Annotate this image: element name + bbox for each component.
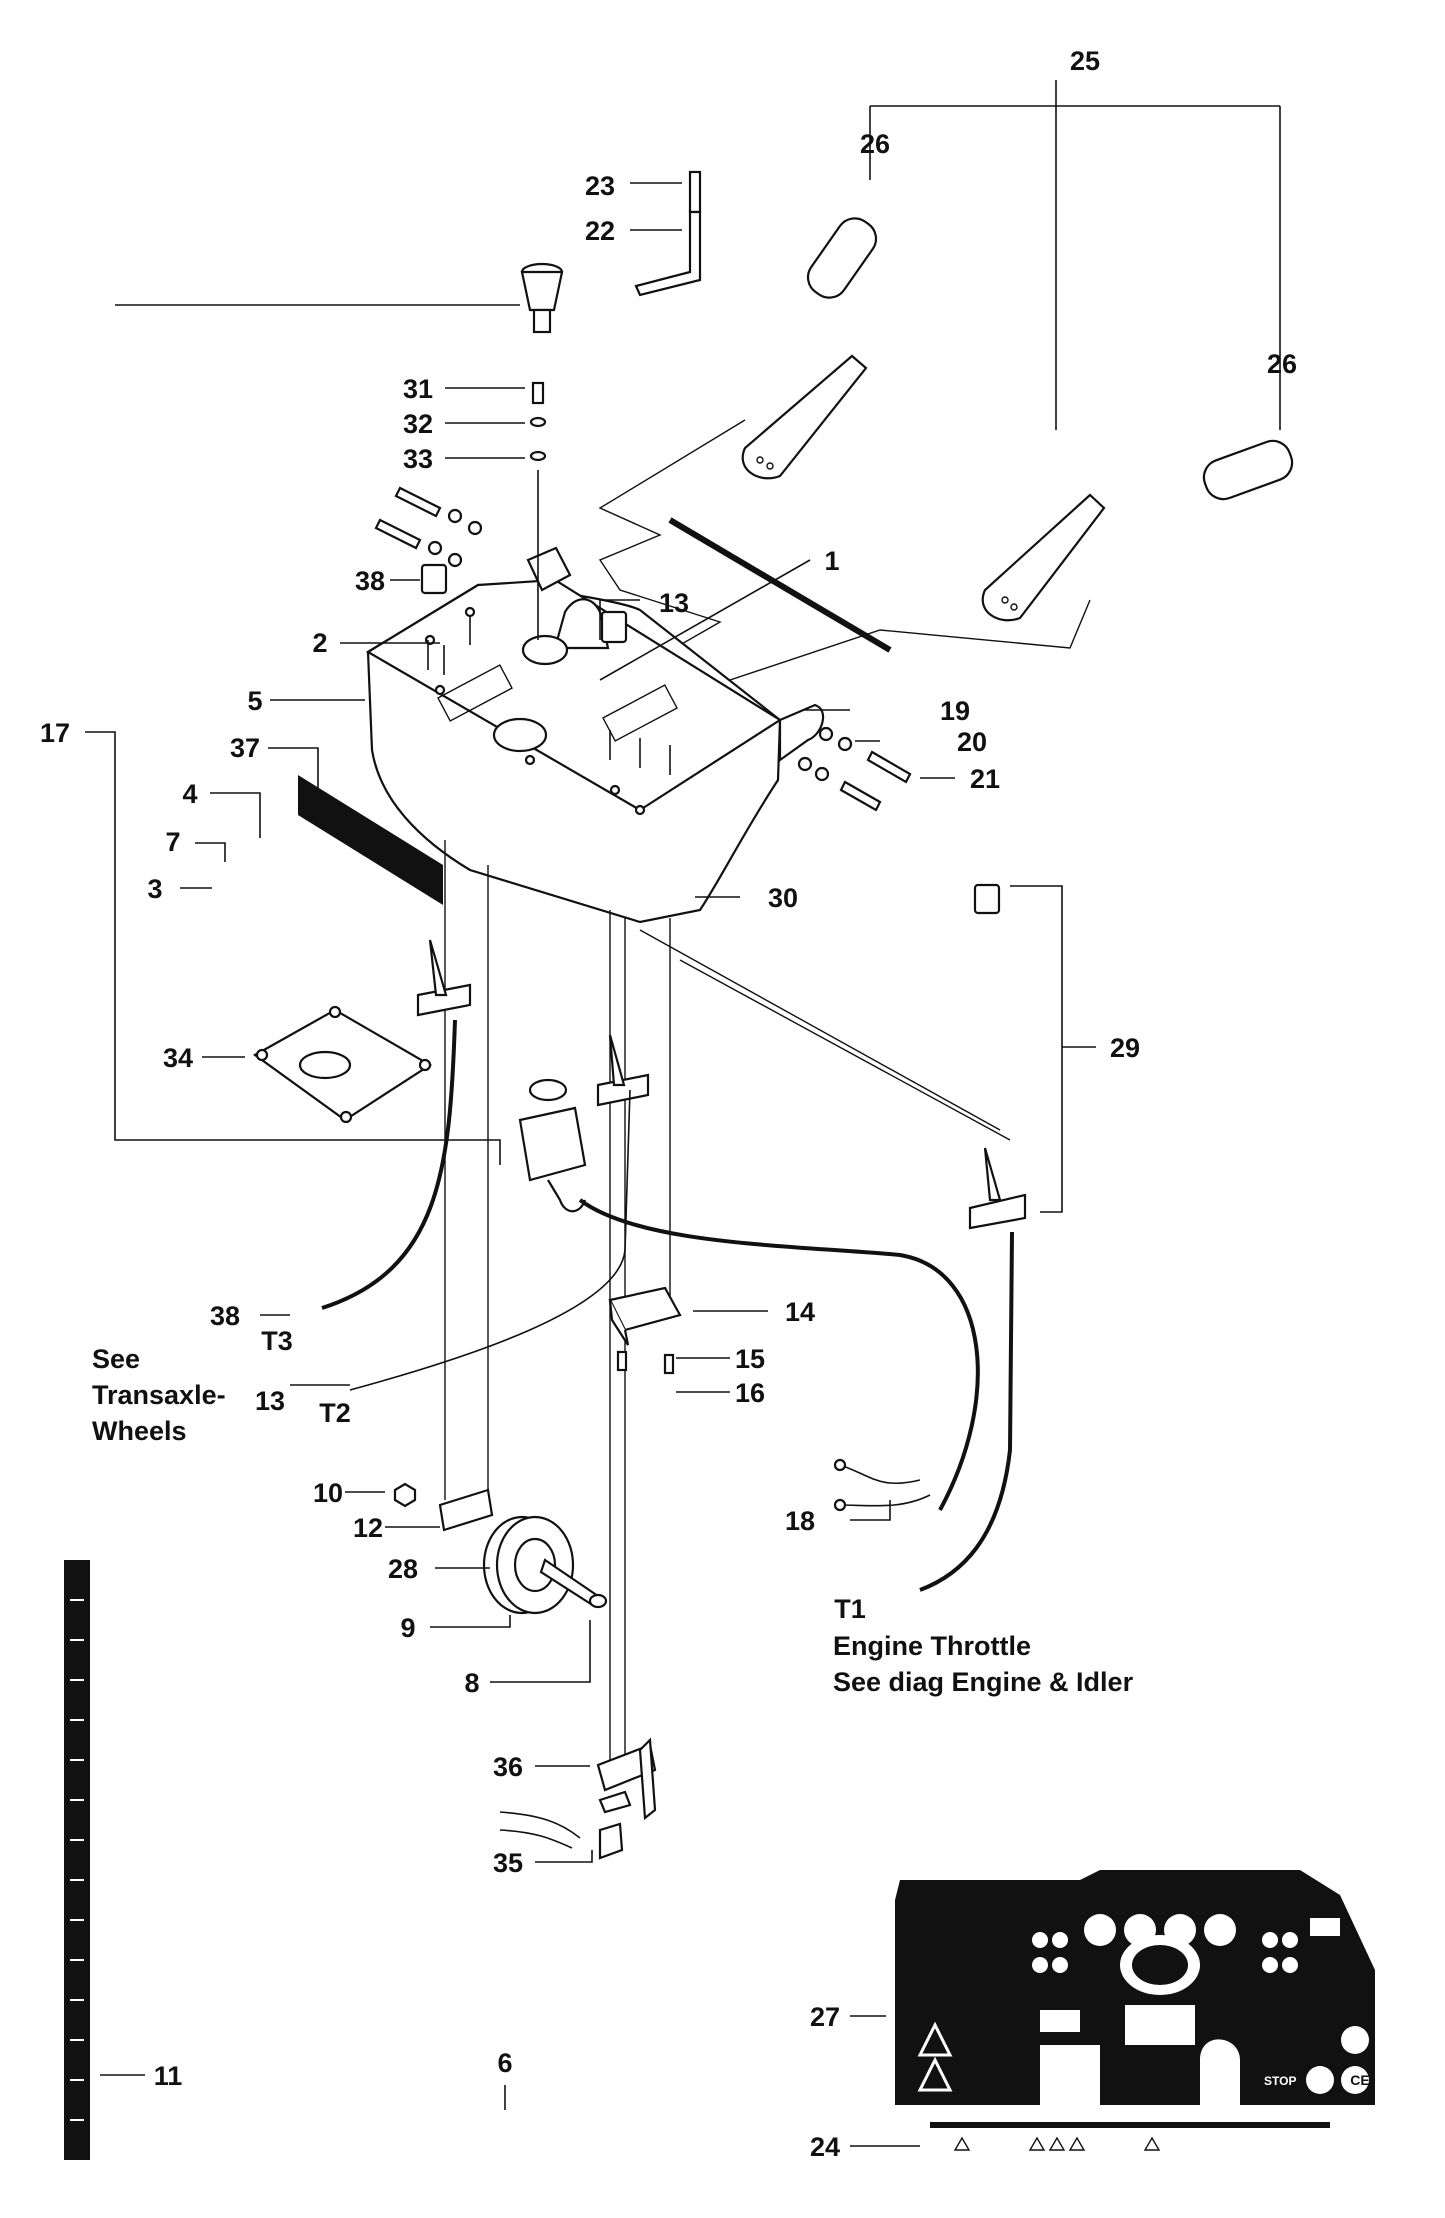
note-engine-throttle: Engine Throttle <box>833 1631 1031 1661</box>
callout-21: 21 <box>970 764 1000 794</box>
ruler-decal <box>64 1560 90 2160</box>
callout-32: 32 <box>403 409 433 439</box>
callout-23: 23 <box>585 171 615 201</box>
choke-knob <box>520 262 564 334</box>
terminal-t3: T3 <box>261 1326 293 1356</box>
terminal-t1: T1 <box>834 1594 866 1624</box>
warning-strip-decal <box>930 2122 1330 2151</box>
callout-4: 4 <box>182 779 197 809</box>
callout-38-top: 38 <box>355 566 385 596</box>
callout-16: 16 <box>735 1378 765 1408</box>
leader-lines <box>85 80 1281 2147</box>
callout-14: 14 <box>785 1297 815 1327</box>
callout-11: 11 <box>154 2061 183 2091</box>
note-see-diag: See diag Engine & Idler <box>833 1667 1134 1697</box>
throttle-lever <box>634 170 702 297</box>
ignition-switch <box>518 1078 587 1213</box>
callout-30: 30 <box>768 883 798 913</box>
bolt-studs <box>427 615 671 775</box>
callout-33: 33 <box>403 444 433 474</box>
callout-15: 15 <box>735 1344 765 1374</box>
base-plate <box>252 1005 433 1124</box>
callout-5: 5 <box>247 686 262 716</box>
callout-19: 19 <box>940 696 970 726</box>
pulley-assembly <box>393 1482 608 1615</box>
callout-38-bottom: 38 <box>210 1301 240 1331</box>
bolt-set-left <box>374 486 483 568</box>
stop-label: STOP <box>1264 2074 1296 2088</box>
callouts: 25 26 26 23 22 31 32 33 38 13 1 2 5 17 3… <box>40 46 1297 2162</box>
callout-22: 22 <box>585 216 615 246</box>
callout-28: 28 <box>388 1554 418 1584</box>
callout-8: 8 <box>464 1668 479 1698</box>
callout-10: 10 <box>313 1478 343 1508</box>
terminal-t2: T2 <box>319 1398 351 1428</box>
callout-13-bottom: 13 <box>255 1386 285 1416</box>
callout-26-left: 26 <box>860 129 890 159</box>
callout-2: 2 <box>312 628 327 658</box>
callout-27: 27 <box>810 2002 840 2032</box>
terminal-labels: T3 T2 T1 <box>261 1326 866 1624</box>
bolt-set-right <box>797 726 912 812</box>
screw-stack <box>529 381 547 640</box>
wire-harness <box>833 1458 931 1512</box>
handlebar-assembly <box>741 217 1294 622</box>
note-transaxle: Transaxle- <box>92 1380 226 1410</box>
callout-26-right: 26 <box>1267 349 1297 379</box>
reference-notes: See Transaxle- Wheels Engine Throttle Se… <box>92 1344 1134 1697</box>
cable-brackets <box>416 939 1027 1230</box>
sensor-bracket <box>499 1737 657 1860</box>
hour-meter <box>608 1286 682 1375</box>
callout-24: 24 <box>810 2132 840 2162</box>
control-panel-decal: STOP CE <box>895 1870 1375 2105</box>
callout-1: 1 <box>824 546 839 576</box>
callout-3: 3 <box>147 874 162 904</box>
callout-7: 7 <box>165 827 180 857</box>
callout-12: 12 <box>353 1513 383 1543</box>
switch-13 <box>600 610 628 644</box>
ce-label: CE <box>1350 2072 1369 2088</box>
callout-13-top: 13 <box>659 588 689 618</box>
callout-20: 20 <box>957 727 987 757</box>
callout-6: 6 <box>497 2048 512 2078</box>
callout-31: 31 <box>403 374 433 404</box>
right-grip <box>1202 439 1294 501</box>
cables <box>321 1019 1014 1592</box>
switch-38 <box>420 563 448 595</box>
callout-35: 35 <box>493 1848 523 1878</box>
left-grip <box>806 217 878 299</box>
switch-29 <box>973 883 1001 915</box>
callout-37: 37 <box>230 733 260 763</box>
callout-18: 18 <box>785 1506 815 1536</box>
note-see: See <box>92 1344 140 1374</box>
callout-29: 29 <box>1110 1033 1140 1063</box>
callout-36: 36 <box>493 1752 523 1782</box>
callout-9: 9 <box>400 1613 415 1643</box>
note-wheels: Wheels <box>92 1416 187 1446</box>
control-rods <box>444 840 1011 1760</box>
callout-25: 25 <box>1070 46 1100 76</box>
callout-17: 17 <box>40 718 70 748</box>
callout-34: 34 <box>163 1043 193 1073</box>
warning-label <box>298 775 443 905</box>
console-body <box>365 546 825 924</box>
